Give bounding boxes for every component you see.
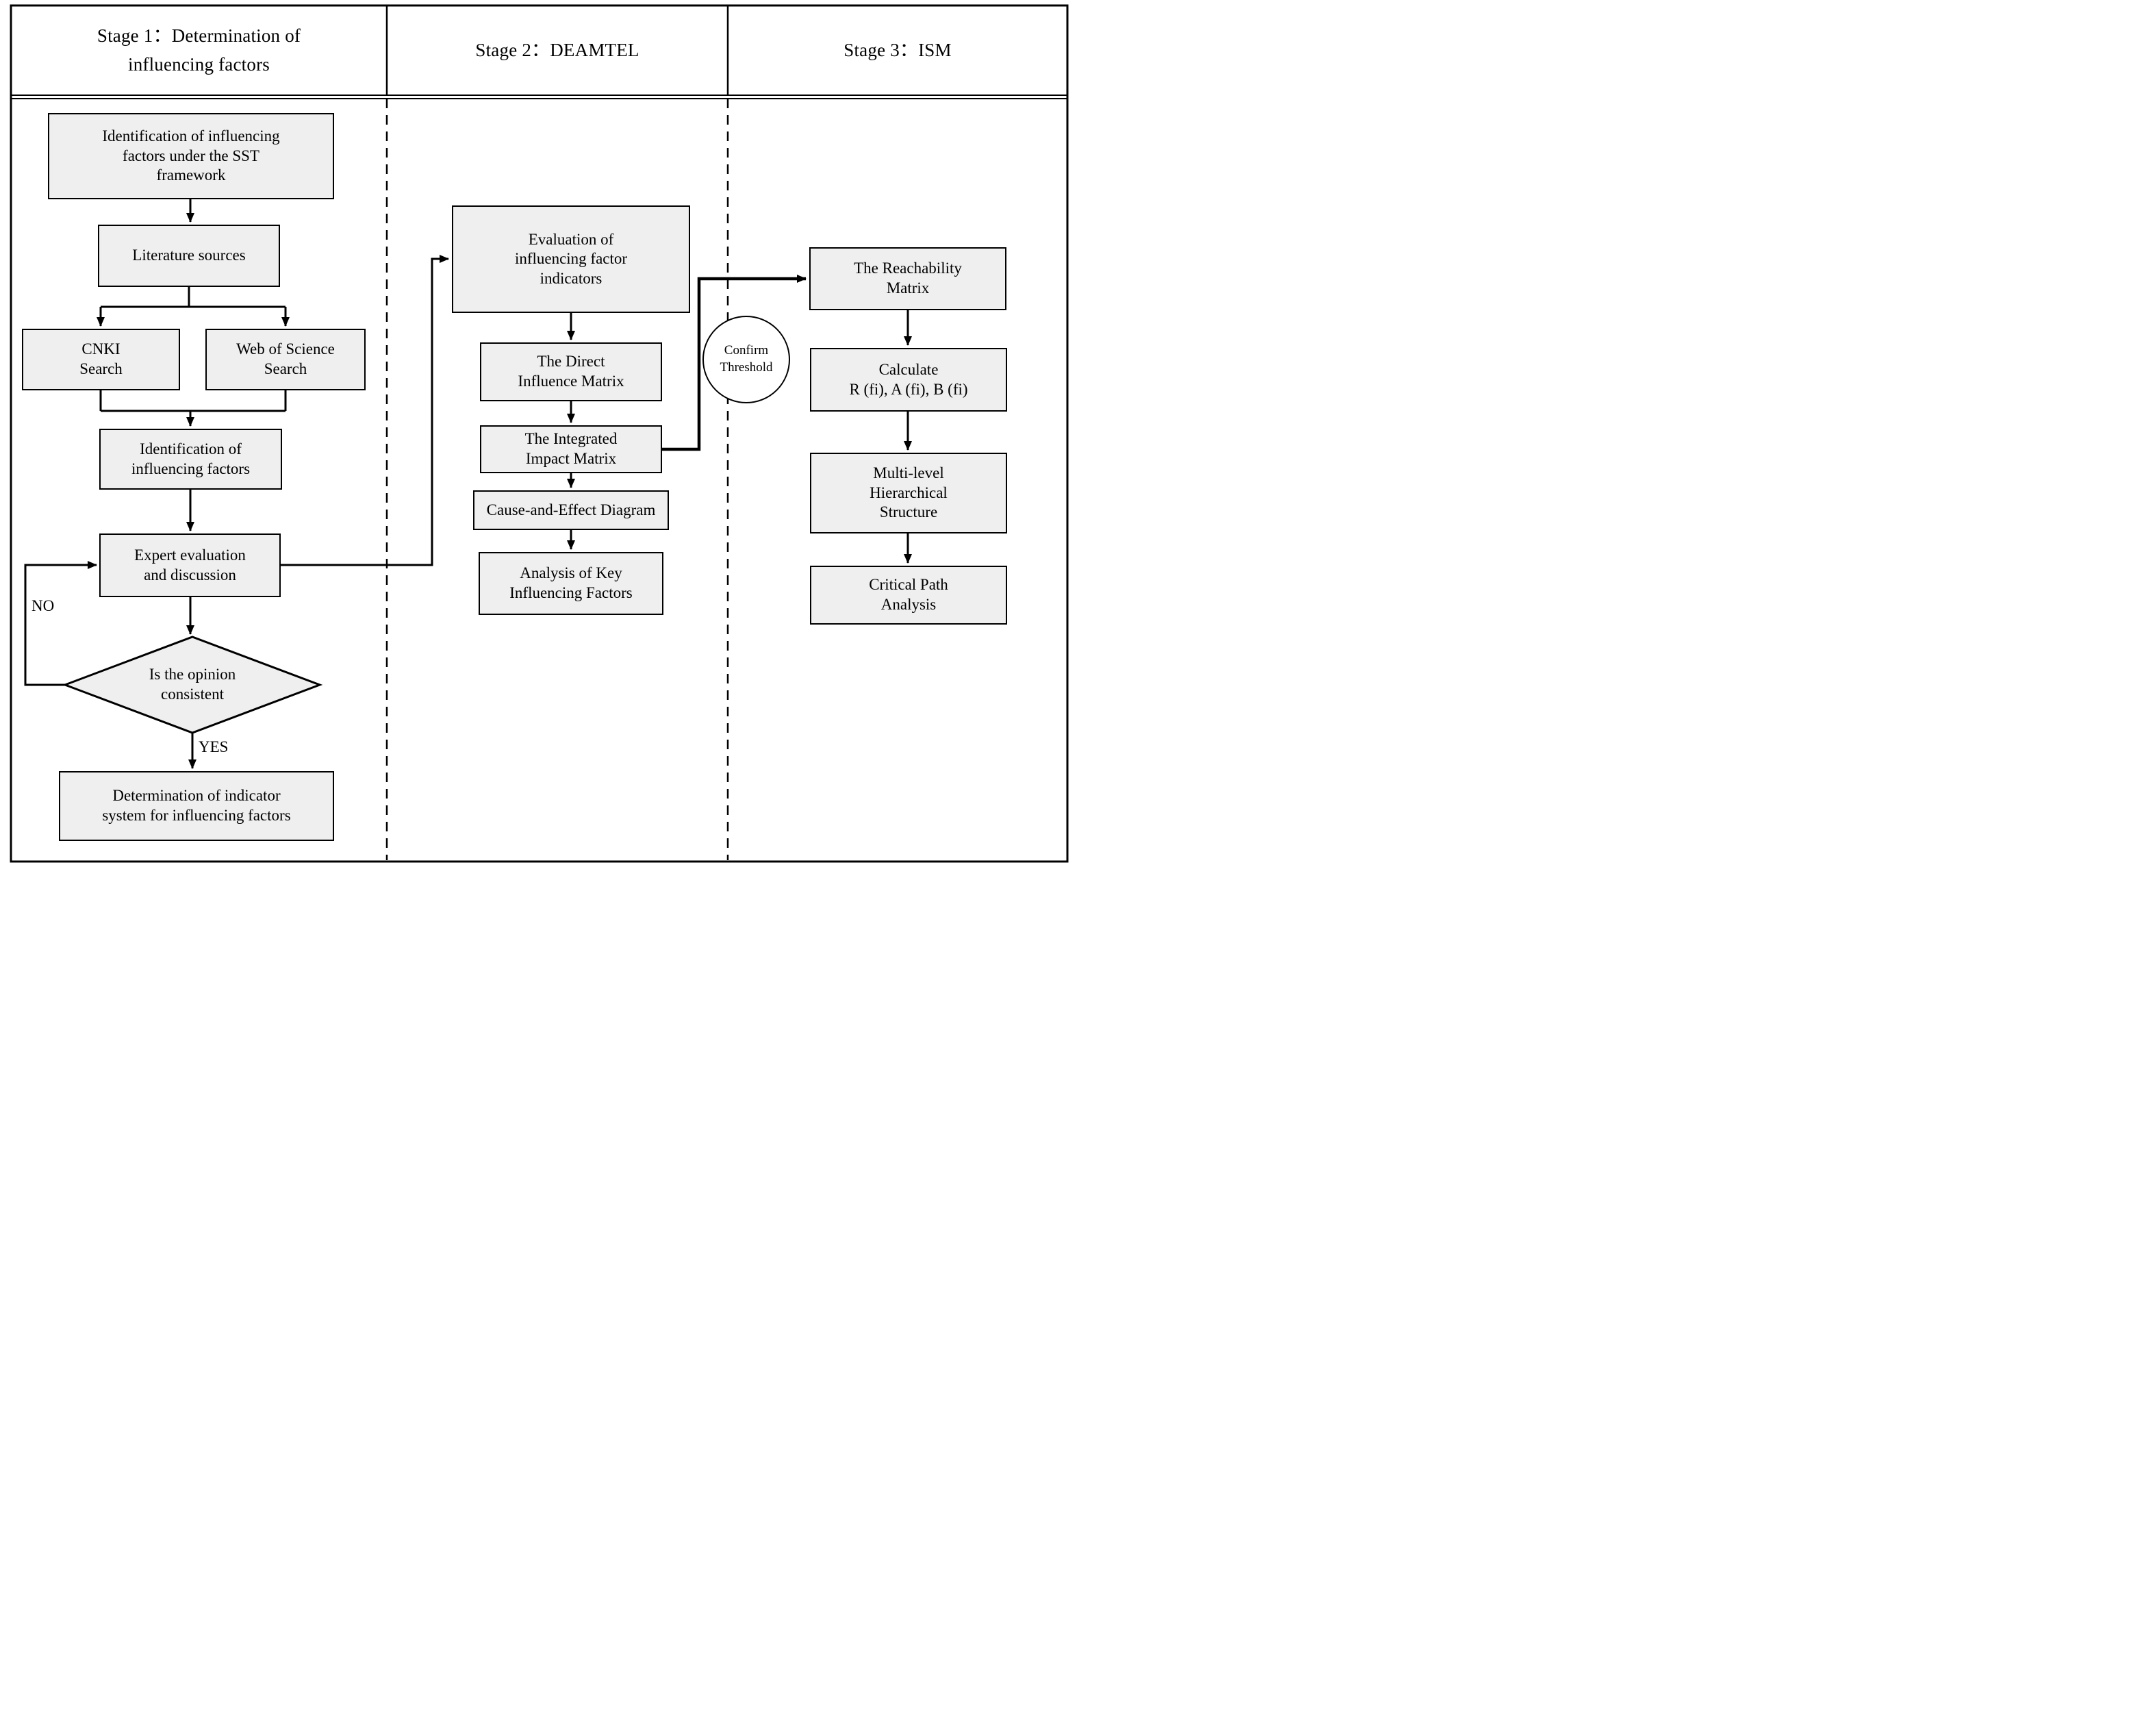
node-cause-effect-diagram: Cause-and-Effect Diagram	[473, 490, 669, 530]
stage1-title-line1: Stage 1：Determination of	[97, 25, 301, 46]
flowchart-figure: Stage 1：Determination of influencing fac…	[0, 0, 1078, 867]
node-text: framework	[156, 166, 226, 184]
node-key-influencing-factors: Analysis of Key Influencing Factors	[479, 552, 663, 615]
node-cnki-search: CNKI Search	[22, 329, 180, 390]
node-text: Hierarchical	[870, 483, 948, 501]
stage3-title-line1: Stage 3：ISM	[844, 39, 952, 60]
node-text: Calculate	[878, 360, 939, 378]
flow-line-merge	[99, 390, 287, 412]
flow-line-literature-stem	[101, 287, 286, 308]
node-text: Confirm	[724, 343, 769, 358]
node-text: Evaluation of	[528, 230, 614, 248]
connector-layer	[10, 4, 1069, 863]
flow-arrow-expert-to-evaluation	[281, 255, 449, 566]
node-text: Influence Matrix	[518, 373, 624, 390]
node-text: CNKI	[81, 340, 121, 358]
node-evaluation-indicators: Evaluation of influencing factor indicat…	[452, 205, 690, 313]
decision-diamond	[62, 636, 323, 734]
node-text: Identification of influencing	[102, 127, 280, 145]
node-text: Expert evaluation	[134, 546, 246, 564]
node-multilevel-structure: Multi-level Hierarchical Structure	[810, 453, 1007, 533]
flow-arrow-no-loop	[24, 561, 97, 686]
node-identification-factors: Identification of influencing factors	[99, 429, 282, 490]
node-text: Multi-level	[873, 464, 944, 482]
node-text: Analysis	[880, 596, 937, 613]
node-text: Cause-and-Effect Diagram	[486, 501, 656, 518]
node-text: Impact Matrix	[525, 450, 617, 467]
node-text: influencing factor	[514, 250, 628, 268]
stage2-header: Stage 2：DEAMTEL	[387, 5, 728, 96]
edge-label-no: NO	[31, 597, 55, 614]
node-expert-evaluation: Expert evaluation and discussion	[99, 533, 281, 597]
node-web-of-science-search: Web of Science Search	[205, 329, 366, 390]
node-calculate-rfi: Calculate R (fi), A (fi), B (fi)	[810, 348, 1007, 412]
node-decision-text: Is the opinion consistent	[110, 659, 275, 711]
node-critical-path-analysis: Critical Path Analysis	[810, 566, 1007, 625]
node-text: The Reachability	[854, 260, 962, 277]
node-text: Identification of	[140, 440, 242, 457]
node-integrated-impact-matrix: The Integrated Impact Matrix	[480, 425, 662, 473]
node-text: The Direct	[537, 353, 605, 370]
node-text: factors under the SST	[123, 147, 259, 164]
node-text: indicators	[540, 269, 603, 287]
node-text: consistent	[161, 686, 224, 703]
node-text: and discussion	[144, 566, 236, 583]
node-text: Literature sources	[132, 247, 246, 264]
node-text: influencing factors	[131, 460, 251, 477]
node-direct-influence-matrix: The Direct Influence Matrix	[480, 342, 662, 401]
node-confirm-threshold: Confirm Threshold	[702, 316, 790, 403]
node-text: Search	[264, 360, 307, 377]
stage1-header: Stage 1：Determination of influencing fac…	[11, 5, 387, 96]
stage2-title-line1: Stage 2：DEAMTEL	[475, 39, 639, 60]
node-sst-framework: Identification of influencing factors un…	[48, 113, 334, 199]
node-literature-sources: Literature sources	[98, 225, 280, 287]
node-text: Critical Path	[869, 576, 948, 594]
node-text: Analysis of Key	[520, 564, 622, 582]
node-text: Web of Science	[236, 340, 335, 358]
flow-arrow-integrated-to-reachability	[662, 275, 807, 451]
node-text: Search	[79, 360, 123, 377]
edge-label-yes: YES	[199, 738, 229, 755]
outer-frame	[10, 4, 1069, 863]
node-text: Is the opinion	[149, 666, 236, 683]
node-text: Matrix	[886, 279, 930, 297]
node-text: Influencing Factors	[509, 584, 633, 601]
node-text: Structure	[879, 503, 938, 521]
node-text: Determination of indicator	[112, 787, 281, 805]
node-text: R (fi), A (fi), B (fi)	[849, 380, 968, 398]
node-text: The Integrated	[524, 430, 618, 448]
stage3-header: Stage 3：ISM	[728, 5, 1067, 96]
stage1-title-line2: influencing factors	[128, 53, 270, 75]
node-reachability-matrix: The Reachability Matrix	[809, 247, 1006, 310]
node-text: system for influencing factors	[102, 807, 291, 824]
node-text: Threshold	[720, 360, 773, 375]
node-indicator-system: Determination of indicator system for in…	[59, 771, 334, 841]
